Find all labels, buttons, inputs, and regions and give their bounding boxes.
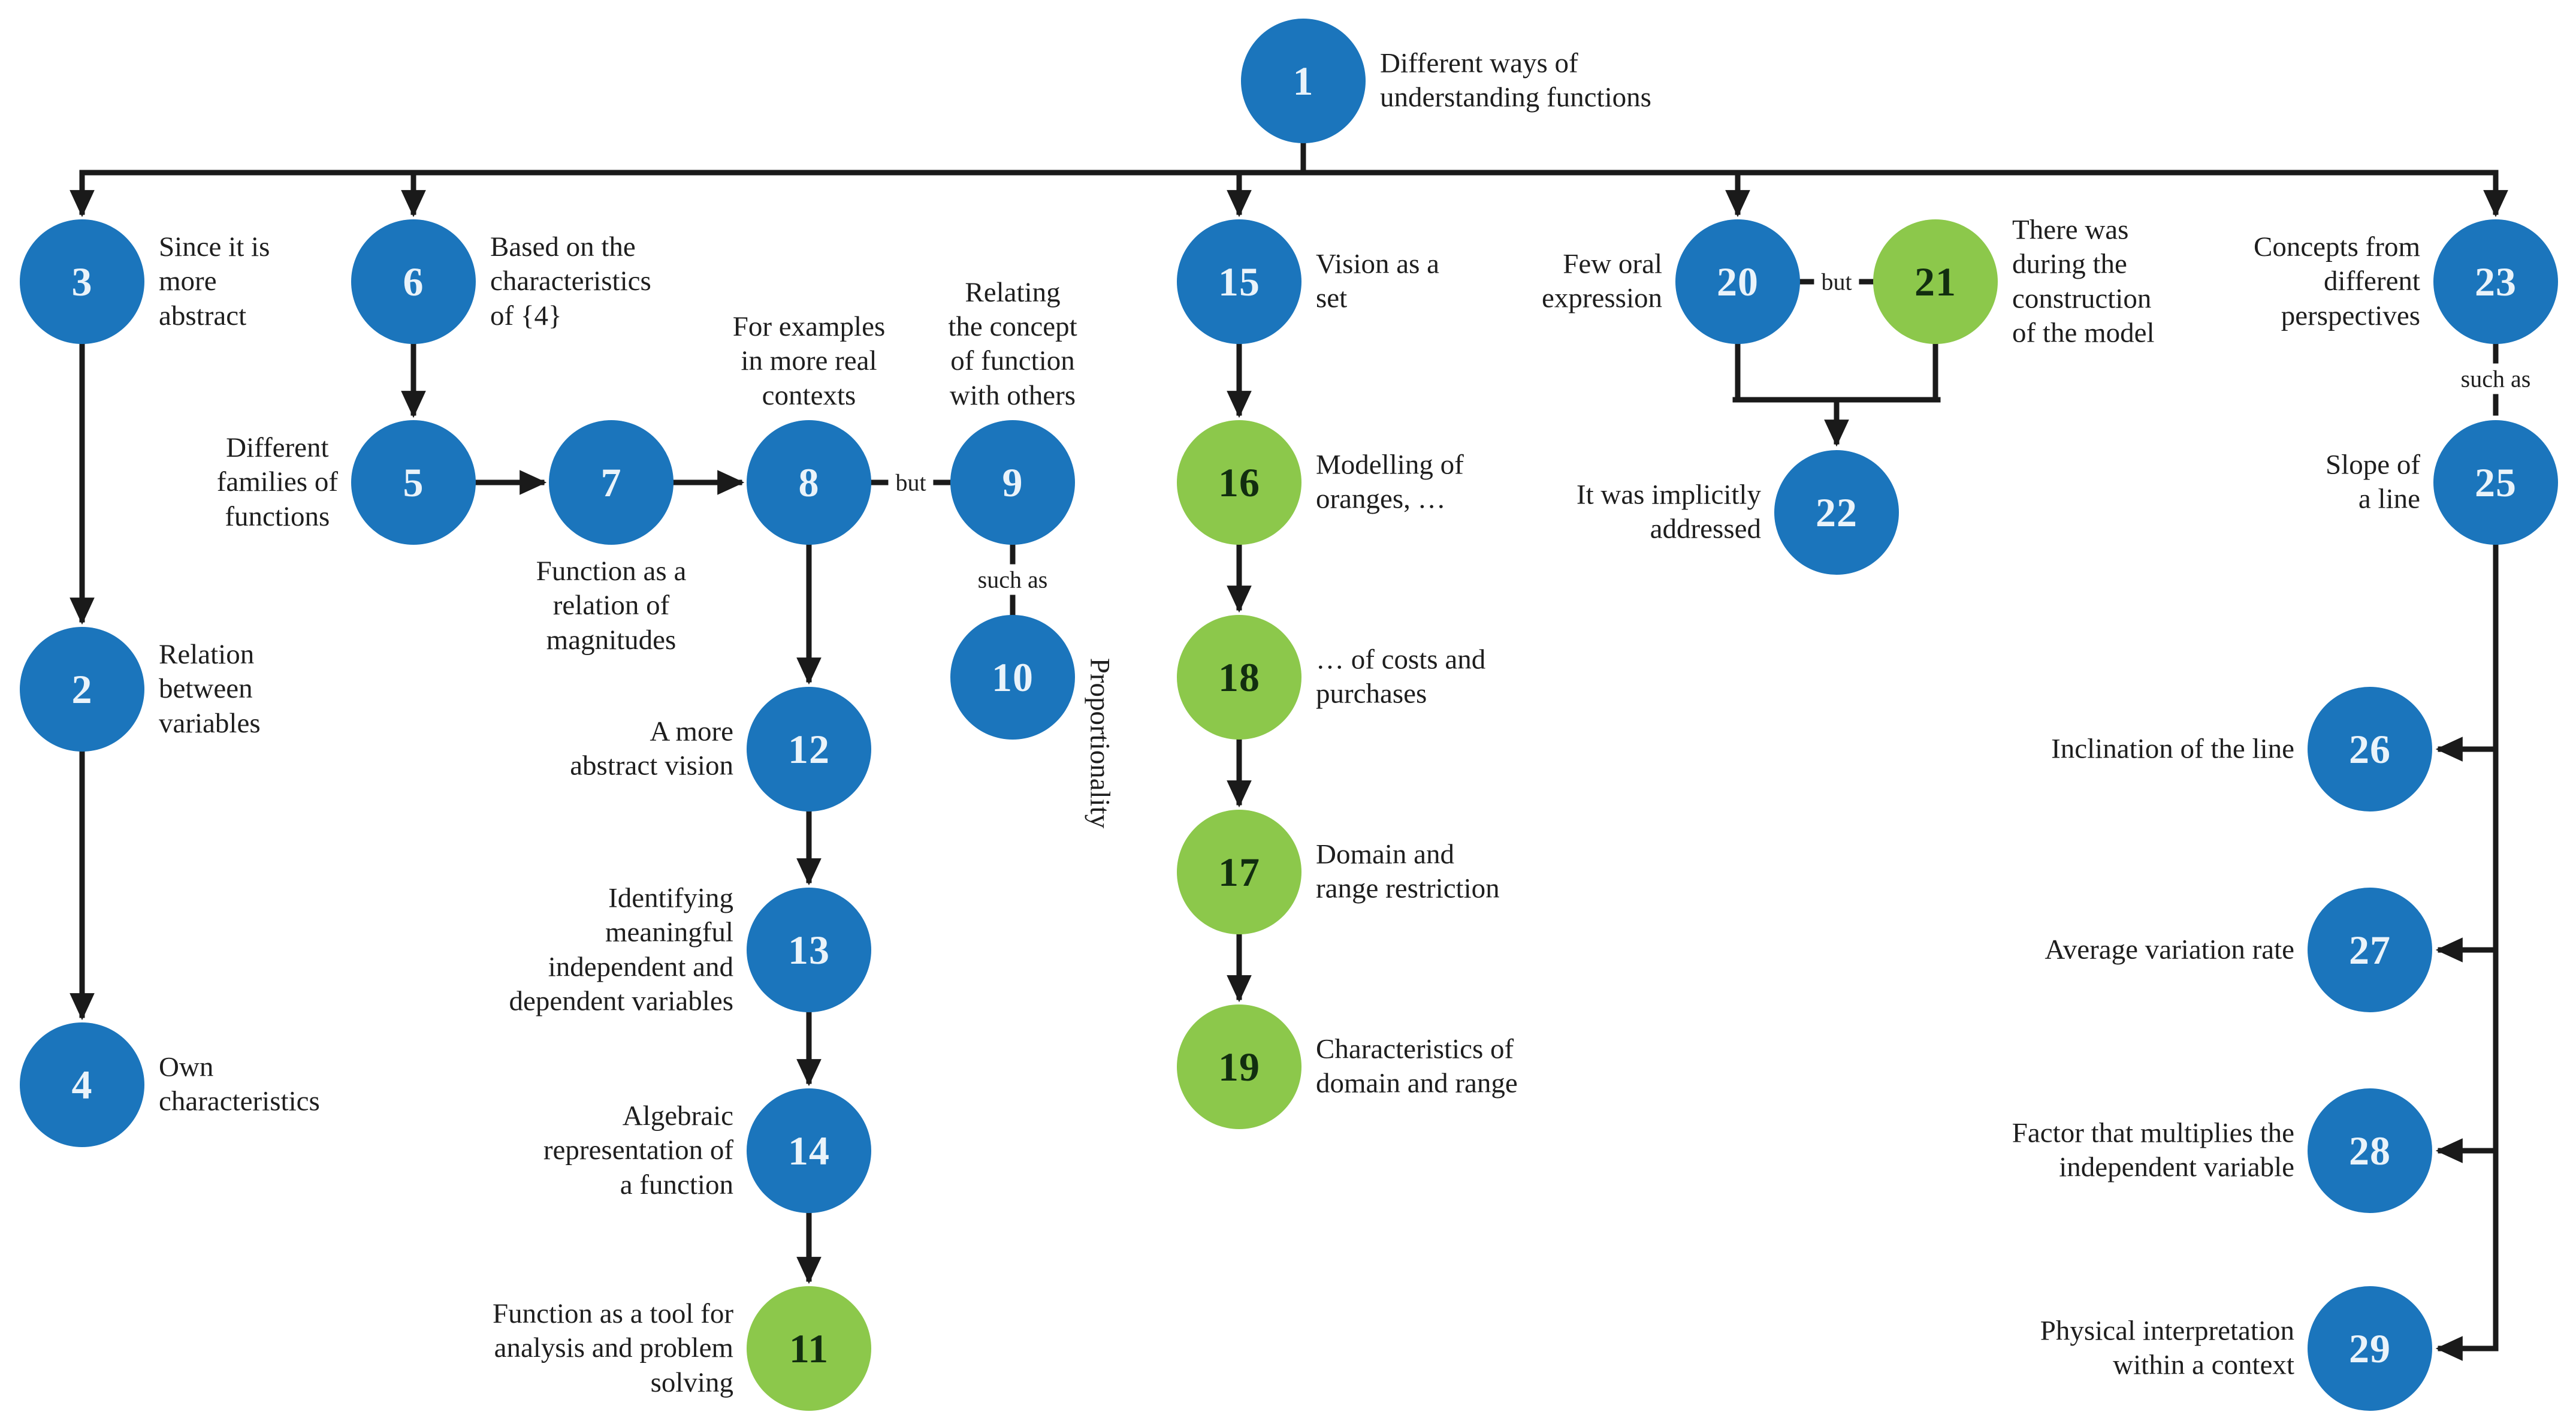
edge-label-but-8-9: but [888,467,934,498]
node-7-number: 7 [600,459,622,505]
node-26-number: 26 [2349,726,2391,772]
node-4: 4 [20,1022,144,1147]
node-26-label: Inclination of the line [2051,733,2294,765]
node-16-label: Modelling of oranges, … [1316,449,1464,515]
node-22-label: It was implicitly addressed [1576,479,1761,545]
node-18-number: 18 [1218,654,1260,700]
edge-label-but-20-21: but [1814,266,1859,297]
node-5-number: 5 [403,459,424,505]
node-11-number: 11 [789,1325,829,1371]
node-29-number: 29 [2349,1325,2391,1371]
node-6-label: Based on the characteristics of {4} [490,231,651,331]
edge-label-such-as-9-10: such as [970,564,1055,595]
node-1-number: 1 [1292,58,1314,104]
node-7-label: Function as a relation of magnitudes [536,556,687,656]
node-21-label: There was during the construction of the… [2012,214,2155,349]
node-29-label: Physical interpretation within a context [2040,1315,2294,1381]
node-18-label: … of costs and purchases [1316,644,1486,710]
node-17: 17 [1177,810,1301,934]
node-12-label: A more abstract vision [570,716,733,782]
node-9-label: Relating the concept of function with ot… [948,276,1077,411]
node-29: 29 [2308,1286,2432,1411]
node-12: 12 [747,687,871,811]
node-27-number: 27 [2349,927,2391,973]
node-2-label: Relation between variables [159,639,261,739]
node-19-label: Characteristics of domain and range [1316,1033,1518,1099]
node-22-number: 22 [1816,489,1858,535]
node-21-number: 21 [1914,258,1956,304]
node-23-number: 23 [2475,258,2517,304]
node-25: 25 [2433,420,2558,545]
node-17-number: 17 [1218,849,1260,895]
node-9: 9 [950,420,1075,545]
node-3-label: Since it is more abstract [159,231,270,331]
node-17-label: Domain and range restriction [1316,838,1500,904]
node-21: 21 [1873,219,1998,344]
edge-label-such-as-23-25: such as [2453,363,2538,394]
node-20-number: 20 [1717,258,1759,304]
node-25-label: Slope of a line [2326,449,2420,515]
node-12-number: 12 [788,726,830,772]
node-10-number: 10 [992,654,1034,700]
node-28-number: 28 [2349,1127,2391,1173]
node-23: 23 [2433,219,2558,344]
node-15: 15 [1177,219,1301,344]
node-11-label: Function as a tool for analysis and prob… [492,1298,733,1398]
node-1-label: Different ways of understanding function… [1380,47,1651,113]
node-8: 8 [747,420,871,545]
node-25-number: 25 [2475,459,2517,505]
node-5-label: Different families of functions [216,432,338,532]
node-4-number: 4 [71,1061,93,1108]
node-4-label: Own characteristics [159,1051,320,1117]
node-20: 20 [1675,219,1800,344]
node-28-label: Factor that multiplies the independent v… [2012,1117,2294,1183]
node-8-number: 8 [798,459,820,505]
node-2-number: 2 [71,666,93,712]
node-15-number: 15 [1218,258,1260,304]
node-22: 22 [1774,450,1899,575]
node-16-number: 16 [1218,459,1260,505]
node-20-label: Few oral expression [1541,248,1662,314]
node-3: 3 [20,219,144,344]
node-7: 7 [549,420,674,545]
node-11: 11 [747,1286,871,1411]
node-10: 10 [950,615,1075,740]
node-5: 5 [351,420,476,545]
node-8-label: For examples in more real contexts [732,311,886,411]
node-14-number: 14 [788,1127,830,1173]
node-28: 28 [2308,1088,2432,1213]
node-27: 27 [2308,888,2432,1012]
node-27-label: Average variation rate [2045,934,2294,966]
node-13: 13 [747,888,871,1012]
node-13-label: Identifying meaningful independent and d… [509,882,733,1017]
node-16: 16 [1177,420,1301,545]
node-6: 6 [351,219,476,344]
node-9-number: 9 [1002,459,1023,505]
node-1: 1 [1241,19,1366,143]
node-19: 19 [1177,1004,1301,1129]
node-2: 2 [20,627,144,752]
node-15-label: Vision as a set [1316,248,1440,314]
node-14: 14 [747,1088,871,1213]
node-6-number: 6 [403,258,424,304]
node-3-number: 3 [71,258,93,304]
node-13-number: 13 [788,927,830,973]
node-23-label: Concepts from different perspectives [2253,231,2420,331]
node-18: 18 [1177,615,1301,740]
node-19-number: 19 [1218,1043,1260,1090]
node-10-label: Proportionality [1084,657,1116,829]
node-26: 26 [2308,687,2432,811]
node-14-label: Algebraic representation of a function [543,1100,733,1200]
